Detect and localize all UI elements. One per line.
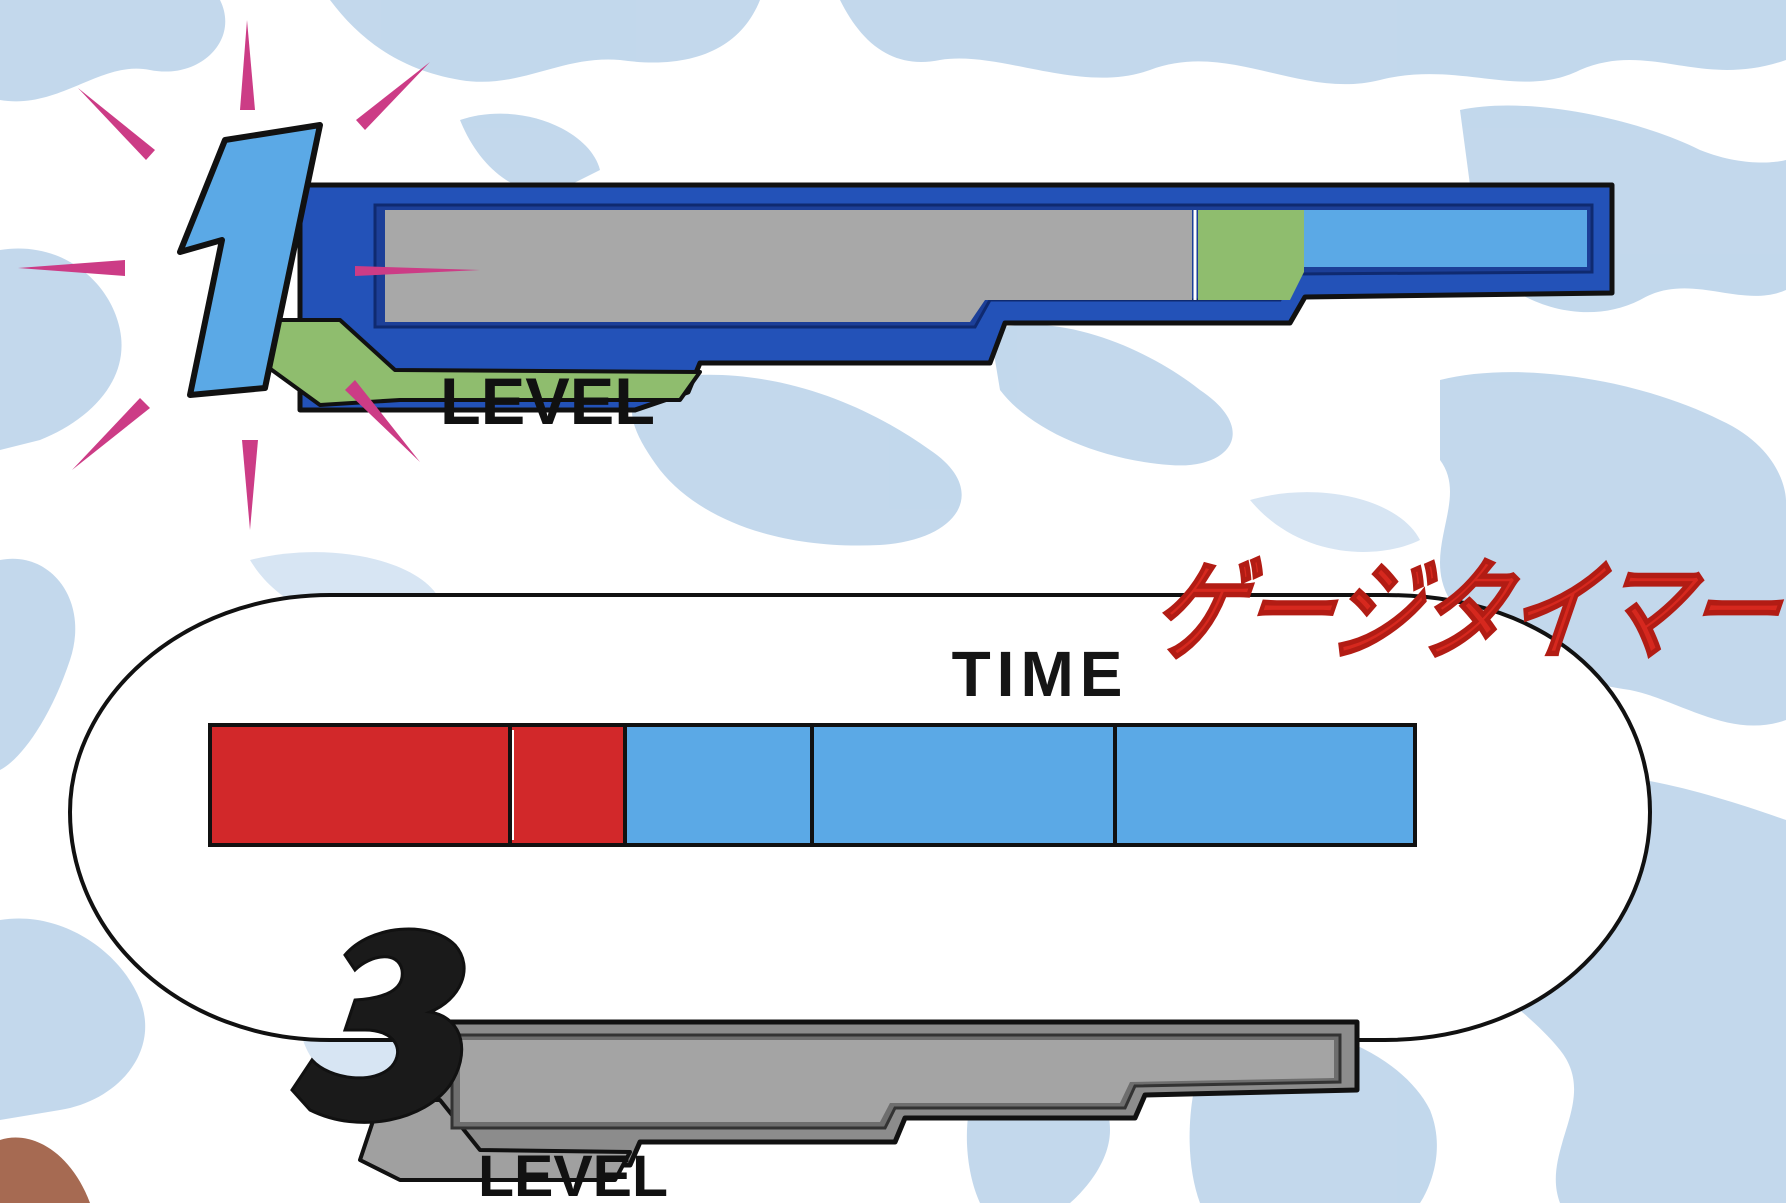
time-block-1	[208, 723, 512, 847]
level-gauge-inactive-tab	[358, 1098, 632, 1182]
level-gauge-active-segment-gray	[385, 210, 1192, 322]
level-gauge-active-segment-green	[1198, 210, 1304, 300]
level-gauge-active-segment-blue	[1304, 210, 1587, 267]
time-block-2	[508, 723, 627, 847]
level-gauge-inactive: 3 LEVEL	[290, 927, 1360, 1203]
time-gauge-panel: TIME ゲージタイマー	[67, 547, 1786, 1042]
level-label-inactive: LEVEL	[478, 1144, 668, 1203]
time-block-3	[623, 723, 814, 847]
burst-icon	[18, 20, 480, 530]
corner-decoration	[0, 1137, 90, 1203]
level-gauge-active-tab	[256, 318, 702, 407]
level-gauge-inactive-segment-gray	[460, 1040, 1334, 1122]
gauge-timer-title: ゲージタイマー	[1145, 548, 1786, 676]
level-number-1-shape	[177, 122, 323, 398]
level-gauge-active: 1 LEVEL	[18, 20, 1615, 530]
level-number-3-shape	[290, 927, 466, 1124]
level-label-active: LEVEL	[440, 364, 655, 438]
time-block-4	[810, 723, 1117, 847]
time-bar	[208, 723, 1417, 847]
time-block-5	[1113, 723, 1417, 847]
time-label: TIME	[952, 638, 1129, 710]
